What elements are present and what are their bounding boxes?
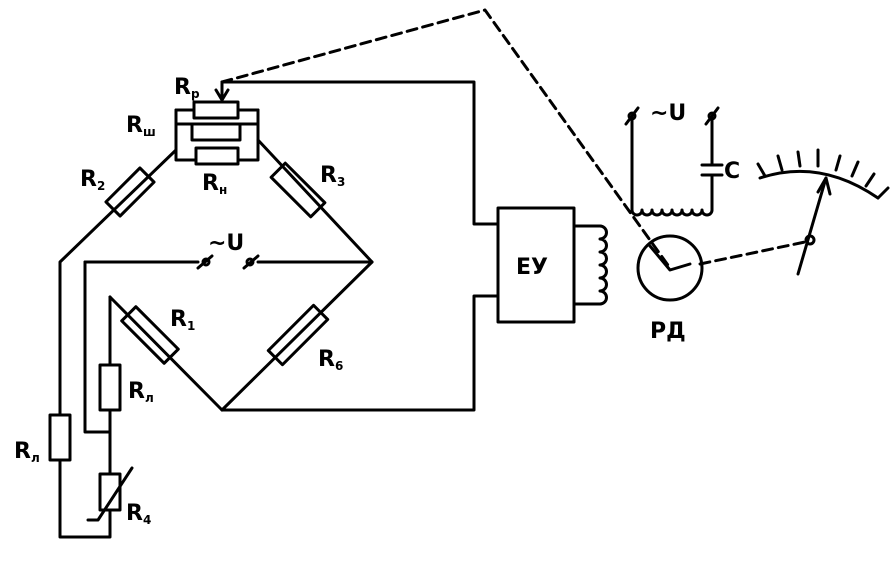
resistor-r1 xyxy=(120,305,180,365)
labels: Rр Rш Rн R2 R3 R1 R6 Rл Rл R4 ~U ~U ЕУ Р… xyxy=(14,75,740,527)
label-capacitor: С xyxy=(724,159,740,184)
motor xyxy=(636,234,704,302)
label-rn: Rн xyxy=(202,171,227,197)
resistor-r4 xyxy=(86,466,134,522)
label-r4: R4 xyxy=(126,501,151,527)
label-motor-supply: ~U xyxy=(650,101,686,126)
label-rp: Rр xyxy=(174,75,200,101)
label-r1: R1 xyxy=(170,307,195,333)
bridge-wires xyxy=(58,80,500,539)
label-rl-inner: Rл xyxy=(128,379,154,405)
motor-circuit xyxy=(624,106,724,217)
indicator-pointer xyxy=(796,176,832,276)
label-amplifier: ЕУ xyxy=(516,255,548,280)
label-rl-outer: Rл xyxy=(14,439,40,465)
label-r3: R3 xyxy=(320,163,345,189)
amplifier-block xyxy=(496,206,608,324)
bridge-supply-terminals xyxy=(196,254,260,270)
resistor-rl-outer xyxy=(48,413,72,462)
label-r6: R6 xyxy=(318,347,343,373)
label-r2: R2 xyxy=(80,167,105,193)
resistor-rl-inner xyxy=(98,363,122,412)
label-motor: РД xyxy=(650,319,686,344)
resistor-r3 xyxy=(269,161,327,219)
mechanical-links xyxy=(220,8,807,270)
resistor-r2 xyxy=(104,166,156,218)
indicator-scale xyxy=(756,148,890,200)
label-bridge-supply: ~U xyxy=(208,231,244,256)
label-rsh: Rш xyxy=(126,113,156,139)
resistor-r6 xyxy=(266,303,330,367)
slidewire-block xyxy=(174,80,260,166)
